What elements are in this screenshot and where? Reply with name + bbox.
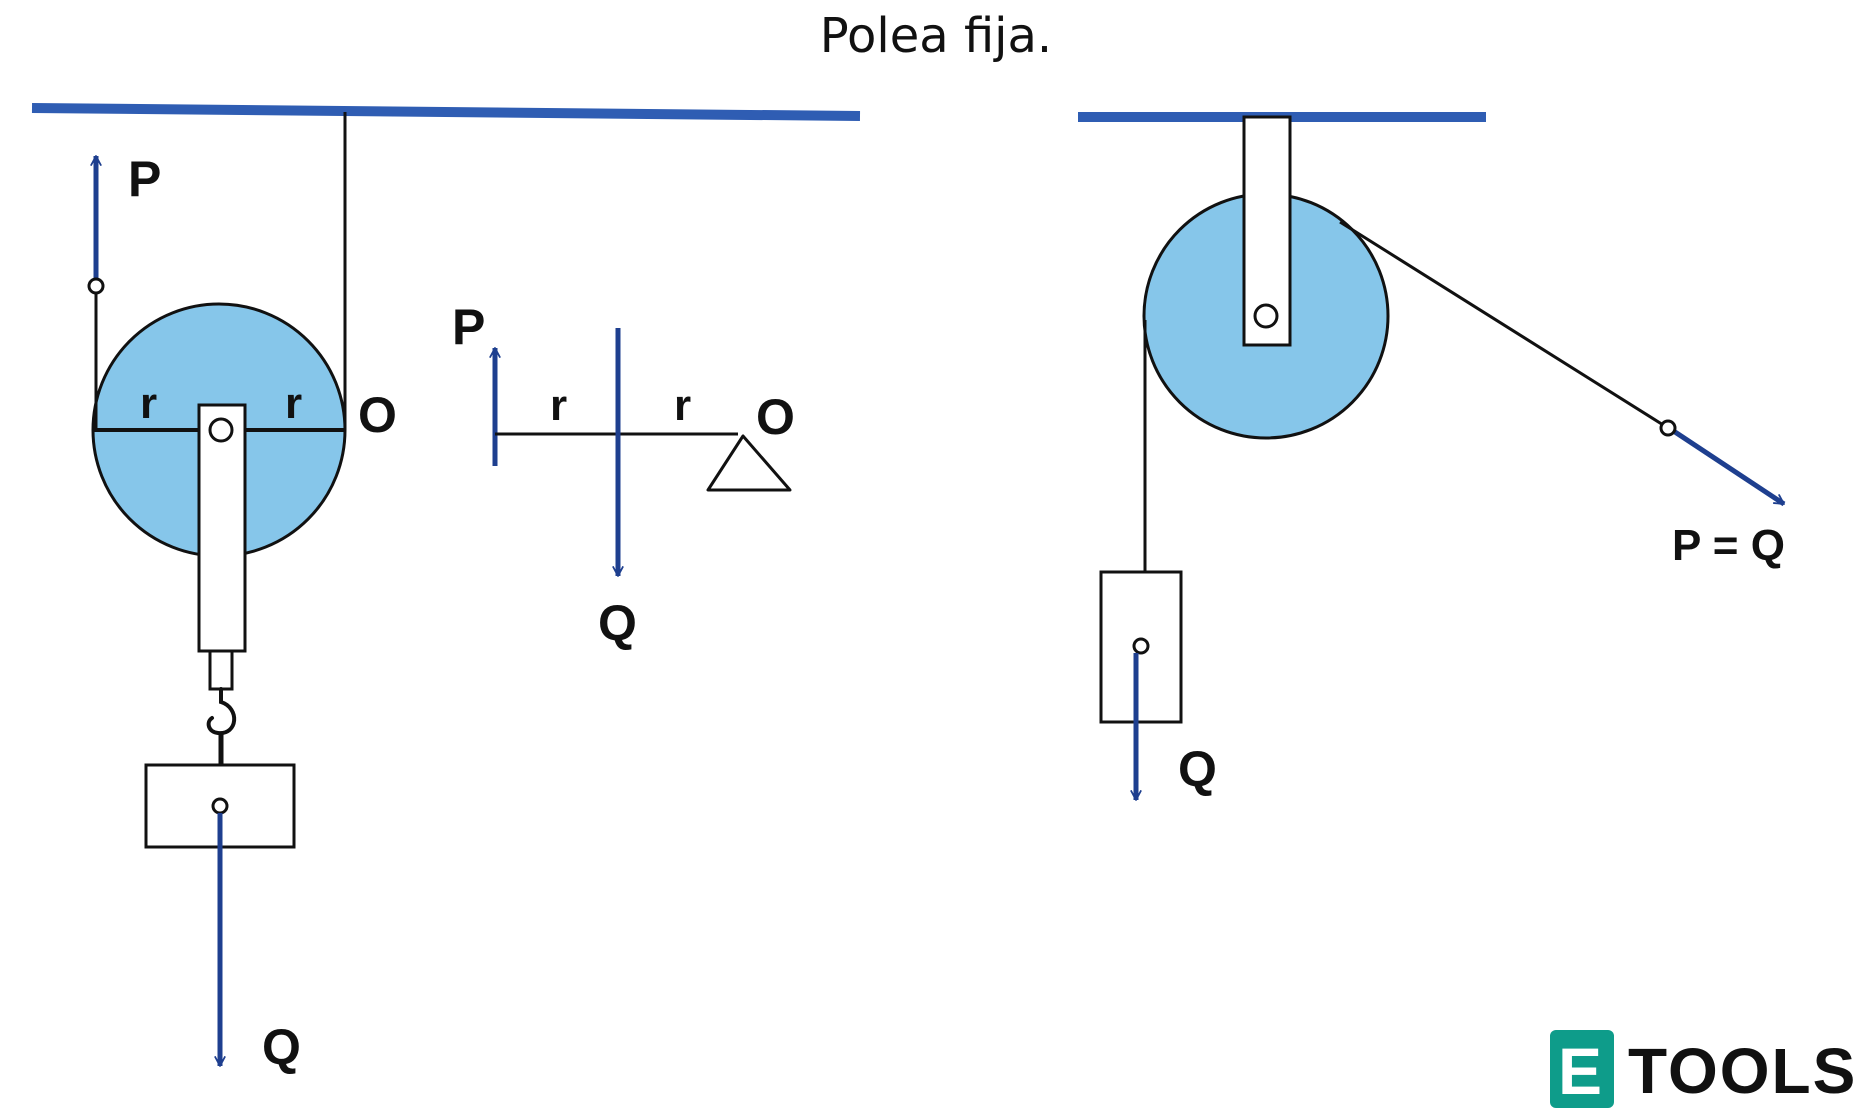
hook-icon (206, 687, 237, 736)
load-ring-left (211, 797, 229, 815)
hook-neck (208, 649, 234, 691)
left-pulley-diagram: P r r O Q (31, 103, 861, 1075)
etools-logo: E TOOLS (1550, 1030, 1857, 1108)
axle-left (208, 417, 234, 443)
ceiling-bar-left (31, 103, 861, 121)
radius-label-left-b: r (285, 379, 302, 428)
right-pulley-diagram: P = Q Q (1078, 112, 1786, 801)
force-arrow-p-right (1670, 427, 1786, 507)
force-label-p-left: P (128, 151, 161, 207)
fulcrum-triangle (706, 434, 792, 492)
pivot-label-o-left: O (358, 387, 397, 443)
radius-label-lever-a: r (550, 381, 567, 430)
load-ring-right (1132, 637, 1150, 655)
logo-square-icon (1550, 1030, 1614, 1108)
load-label-q-right: Q (1178, 741, 1217, 797)
logo-glyph: E (1558, 1034, 1602, 1108)
logo-text: TOOLS (1628, 1035, 1857, 1107)
radius-label-lever-b: r (674, 381, 691, 430)
load-label-q-lever: Q (598, 595, 637, 651)
rope-end-ring-right (1659, 419, 1677, 437)
rope-diagonal (1339, 220, 1669, 430)
pivot-label-o-lever: O (756, 389, 795, 445)
force-label-p-lever: P (452, 299, 485, 355)
load-label-q-left: Q (262, 1019, 301, 1075)
rope-end-ring-left (87, 277, 105, 295)
force-label-p-equals-q: P = Q (1672, 521, 1785, 570)
lever-equivalent-diagram: P Q r r O (452, 299, 795, 651)
page-title: Polea fija. (820, 8, 1052, 64)
axle-right (1253, 303, 1279, 329)
radius-label-left-a: r (140, 379, 157, 428)
